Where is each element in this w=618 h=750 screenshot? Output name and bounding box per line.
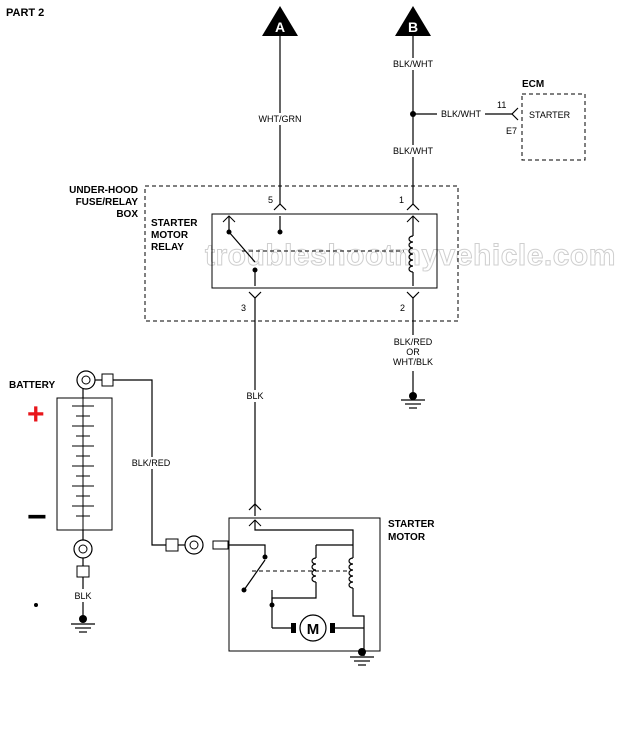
battery-positive-crimp	[101, 373, 114, 387]
fuse-box-label-3: BOX	[116, 209, 138, 220]
starter-b-post	[212, 540, 229, 550]
ecm-pin-label: STARTER	[529, 110, 571, 120]
wire-label-wht-grn: WHT/GRN	[259, 114, 302, 124]
pull-in-to-motor-wire	[271, 582, 317, 605]
starter-b-ring	[184, 535, 204, 555]
label-bg	[252, 113, 308, 125]
connector-a: A	[262, 6, 298, 36]
ecm-box	[521, 93, 586, 161]
stray-dot	[34, 603, 38, 607]
battery-minus-sign: −	[27, 498, 47, 536]
ground-dot	[409, 392, 417, 400]
under-hood-fuse-relay-box: UNDER-HOOD FUSE/RELAY BOX	[69, 185, 459, 322]
connector-b-label: B	[408, 19, 418, 35]
battery-positive-ring	[76, 370, 96, 390]
hold-in-coil	[348, 557, 354, 589]
ring-hole	[189, 540, 199, 550]
relay-pin-2: 2	[400, 303, 405, 313]
pin-5-terminal	[273, 203, 287, 211]
label-bg	[68, 589, 98, 601]
wire-label-blk-ground: BLK	[74, 591, 91, 601]
relay-label-2: MOTOR	[151, 230, 189, 241]
battery-plus-sign: +	[27, 398, 45, 431]
ecm-connector-id: E7	[506, 126, 517, 136]
pin-3-terminal	[248, 291, 262, 299]
relay-pin-3: 3	[241, 303, 246, 313]
starter-b-internal-wire	[228, 544, 266, 557]
fuse-box-label-2: FUSE/RELAY	[76, 197, 139, 208]
motor-brush-left	[291, 623, 296, 633]
label-bg	[238, 390, 272, 402]
label-bg	[128, 457, 174, 469]
label-bg	[385, 145, 441, 157]
ground-dot	[79, 615, 87, 623]
fuse-box-outline	[144, 185, 459, 322]
pull-in-coil	[311, 557, 317, 583]
solenoid-switch-arm	[243, 559, 266, 591]
label-bg	[437, 108, 485, 120]
ground-relay	[401, 392, 425, 409]
ring-hole	[81, 375, 91, 385]
motor-brush-right	[330, 623, 335, 633]
wire-label-blk-red-1: BLK/RED	[394, 337, 433, 347]
relay-contact-fixed	[277, 229, 283, 235]
ecm-title: ECM	[522, 79, 544, 90]
ecm-pin-number: 11	[497, 100, 506, 110]
label-bg	[388, 335, 438, 371]
ring-hole	[78, 544, 88, 554]
relay-pin-5: 5	[268, 195, 273, 205]
relay-coil	[408, 235, 414, 273]
battery-negative-crimp	[76, 565, 90, 578]
ecm-module: ECM STARTER 11 E7	[497, 79, 586, 161]
connector-a-label: A	[275, 19, 285, 35]
solenoid-contact-b	[262, 554, 268, 560]
wire-label-blk-wht-top: BLK/WHT	[393, 59, 434, 69]
relay-label-3: RELAY	[151, 242, 184, 253]
label-bg	[385, 58, 441, 70]
motor-symbol: M	[307, 621, 320, 638]
ground-starter	[350, 648, 374, 666]
relay-label-1: STARTER	[151, 218, 198, 229]
starter-motor-housing	[228, 517, 381, 652]
battery-case	[56, 397, 113, 531]
starter-motor: STARTER MOTOR M	[228, 517, 435, 652]
pin-2-terminal	[406, 291, 420, 299]
wire-label-blk-red-battery: BLK/RED	[132, 458, 171, 468]
starter-motor-label-1: STARTER	[388, 519, 435, 530]
battery: BATTERY + −	[9, 370, 114, 633]
ground-dot	[358, 648, 366, 656]
starter-motor-label-2: MOTOR	[388, 532, 426, 543]
wire-label-blk: BLK	[246, 391, 263, 401]
wire-label-or: OR	[406, 347, 420, 357]
battery-cells	[72, 405, 94, 517]
connector-b: B	[395, 6, 431, 36]
battery-label: BATTERY	[9, 380, 55, 391]
wire-label-wht-blk: WHT/BLK	[393, 357, 433, 367]
starter-s-internal-wire	[254, 520, 354, 545]
part-label: PART 2	[6, 7, 44, 19]
ecm-terminal	[511, 107, 519, 121]
hold-in-to-ground-wire	[352, 588, 365, 650]
motor-armature	[299, 614, 327, 642]
ground-battery	[71, 615, 95, 633]
relay-pin-1: 1	[399, 195, 404, 205]
starter-s-terminal-top	[248, 503, 262, 511]
wire-label-blk-wht-mid: BLK/WHT	[393, 146, 434, 156]
pin-1-terminal	[406, 203, 420, 211]
fuse-box-label-1: UNDER-HOOD	[69, 185, 138, 196]
wire-label-blk-wht-ecm: BLK/WHT	[441, 109, 482, 119]
battery-negative-ring	[73, 539, 93, 559]
starter-b-crimp	[165, 538, 179, 552]
relay-switch-arm	[228, 231, 256, 263]
relay-box	[211, 213, 438, 289]
solenoid-switch-pivot	[241, 587, 247, 593]
